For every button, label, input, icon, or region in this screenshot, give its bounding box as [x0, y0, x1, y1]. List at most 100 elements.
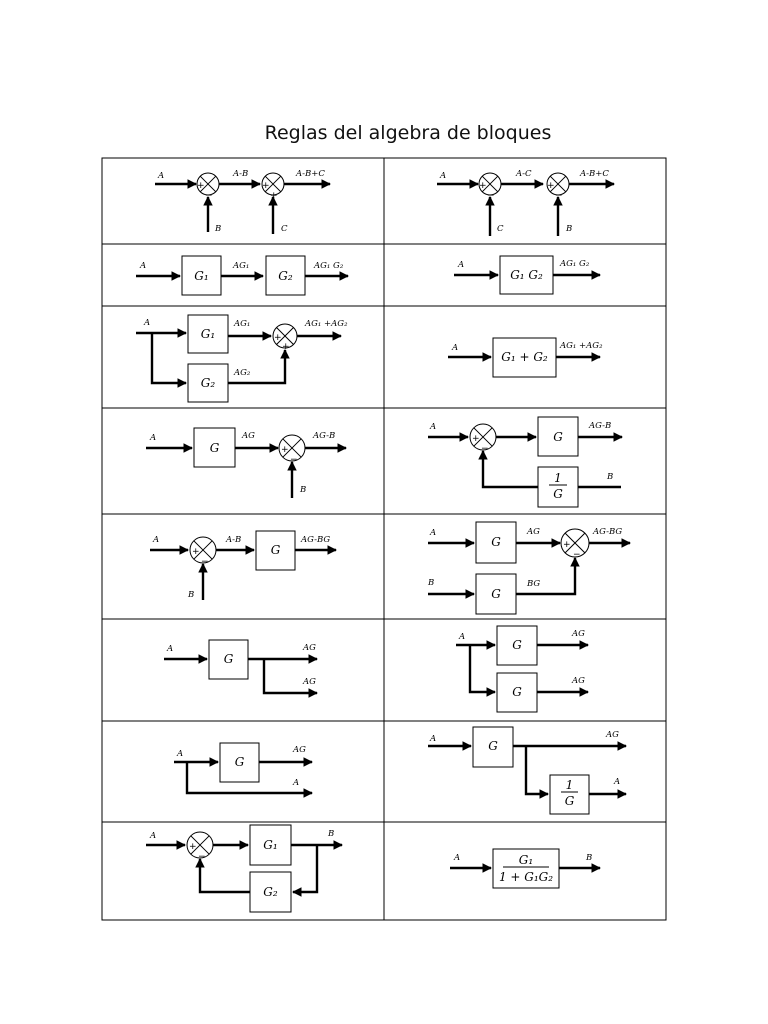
block-label: G₁ G₂ [510, 268, 543, 282]
rule-6-right-diagram: A G AG G AG [456, 625, 589, 713]
signal-label: AG₁ [233, 319, 250, 329]
signal-label: A [453, 853, 460, 863]
signal-label: AG [302, 677, 316, 687]
rule-3-left-diagram: A G₁ AG₁ + + AG₁ +AG₂ G₂ AG₂ [136, 314, 348, 403]
transfer-block [492, 848, 560, 889]
signal-label: A [149, 831, 156, 841]
block-label: 1 [566, 778, 574, 792]
rule-1-left-diagram: A + − B A-B + + C A-B+C [155, 169, 331, 234]
transfer-block [219, 742, 260, 783]
sign-label: + [479, 181, 487, 191]
signal-label: AG₁ +AG₂ [304, 319, 348, 329]
signal-label: AG [571, 676, 585, 686]
sign-label: + [472, 434, 480, 444]
block-label: G [235, 755, 245, 769]
signal-label: AG₂ [233, 368, 251, 378]
signal-label: A [457, 260, 464, 270]
signal-label: B [299, 485, 306, 495]
signal-label: AG₁ +AG₂ [559, 341, 603, 351]
block-label: G [224, 652, 234, 666]
signal-label: A [152, 535, 159, 545]
block-label: G₁ + G₂ [501, 350, 548, 364]
sign-label: − [487, 191, 495, 201]
signal-label: A [166, 644, 173, 654]
block-label: G [271, 543, 281, 557]
block-label: 1 [554, 471, 562, 485]
block-label: G [210, 441, 220, 455]
block-label: G₁ [201, 327, 215, 341]
sign-label: + [189, 842, 197, 852]
sign-label: + [282, 342, 290, 352]
transfer-block [492, 337, 557, 378]
sign-label: + [274, 333, 282, 343]
signal-label: AG-BG [300, 535, 330, 545]
signal-label: A [429, 422, 436, 432]
signal-label: A-B+C [579, 169, 609, 179]
signal-label: A [439, 171, 446, 181]
signal-label: A [458, 632, 465, 642]
transfer-block [499, 255, 554, 295]
signal-label: BG [526, 579, 540, 589]
signal-label: A [429, 528, 436, 538]
summing-junction [186, 831, 214, 859]
signal-label: A-C [515, 169, 532, 179]
rule-2-right-diagram: A G₁ G₂ AG₁ G₂ [454, 255, 601, 295]
block-label: G [512, 638, 522, 652]
sign-label: + [192, 547, 200, 557]
signal-label: A [292, 778, 299, 788]
sign-label: − [205, 191, 213, 201]
block-label: G [553, 430, 563, 444]
signal-label: AG₁ G₂ [313, 261, 344, 271]
transfer-block [249, 871, 292, 913]
block-label: G₂ [278, 269, 293, 283]
transfer-block [496, 625, 538, 666]
rule-5-right-diagram: A G AG + − AG-BG B G BG [427, 521, 631, 615]
transfer-block [496, 672, 538, 713]
signal-label: B [187, 590, 194, 600]
signal-label: AG-BG [592, 527, 622, 537]
sign-label: − [201, 557, 209, 567]
signal-label: AG₁ G₂ [559, 259, 590, 269]
signal-label: A [451, 343, 458, 353]
transfer-block [187, 363, 229, 403]
block-label: G [491, 587, 501, 601]
signal-label: AG [292, 745, 306, 755]
block-label: G₁ [263, 838, 277, 852]
signal-label: AG [526, 527, 540, 537]
sign-label: − [573, 550, 581, 560]
rule-4-left-diagram: A G AG + − B AG-B [146, 427, 347, 498]
signal-label: C [281, 224, 288, 234]
signal-label: A [176, 749, 183, 759]
rule-7-left-diagram: A G AG A [174, 742, 313, 798]
rule-4-right-diagram: A + − G AG-B 1 G B [428, 416, 623, 508]
signal-label: B [565, 224, 572, 234]
rule-7-right-diagram: A G AG 1 G A [428, 726, 627, 815]
block-label: G₁ [194, 269, 208, 283]
signal-label: A-B [225, 535, 241, 545]
signal-label: AG-B [312, 431, 335, 441]
signal-label: A [429, 734, 436, 744]
rule-8-right-diagram: A G₁ 1 + G₁G₂ B [450, 848, 601, 889]
block-label: 1 + G₁G₂ [499, 870, 553, 884]
transfer-block [187, 314, 229, 354]
signal-label: AG [605, 730, 619, 740]
signal-label: A [157, 171, 164, 181]
signal-label: AG₁ [232, 261, 249, 271]
block-label: G₂ [263, 885, 278, 899]
transfer-block [472, 726, 514, 768]
block-label: G [565, 794, 575, 808]
sign-label: + [563, 540, 571, 550]
rule-5-left-diagram: A + − B A-B G AG-BG [150, 530, 337, 600]
signal-label: B [585, 853, 592, 863]
signal-label: A [139, 261, 146, 271]
rule-2-left-diagram: A G₁ AG₁ G₂ AG₁ G₂ [136, 255, 349, 296]
block-label: G₁ [519, 853, 533, 867]
signal-label: B [606, 472, 613, 482]
signal-label: AG [241, 431, 255, 441]
block-label: G [553, 487, 563, 501]
page-title: Reglas del algebra de bloques [264, 122, 552, 144]
rule-6-left-diagram: A G AG AG [164, 639, 318, 698]
transfer-block [537, 416, 579, 457]
signal-label: A [613, 777, 620, 787]
